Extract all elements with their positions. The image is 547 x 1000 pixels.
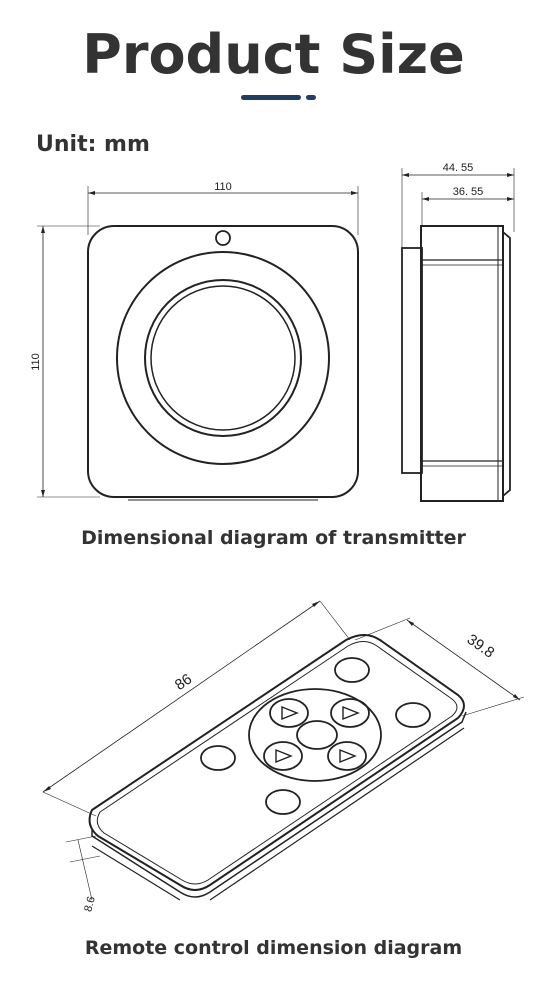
front-width-label: 110 [214, 181, 232, 193]
remote-thickness-label: 8.6 [82, 895, 98, 913]
unit-label: Unit: mm [36, 132, 150, 157]
title-underline-dot [306, 95, 316, 100]
transmitter-front-view [37, 186, 359, 501]
title-underline-bar [241, 95, 301, 100]
side-body-depth-label: 36. 55 [453, 186, 484, 198]
page-title: Product Size [82, 23, 465, 86]
transmitter-caption: Dimensional diagram of transmitter [81, 527, 466, 549]
remote-control-view [42, 600, 525, 901]
remote-length-label: 86 [172, 671, 195, 694]
side-overall-depth-label: 44. 55 [443, 162, 474, 174]
remote-width-label: 39.8 [464, 631, 498, 662]
remote-caption: Remote control dimension diagram [84, 937, 463, 959]
transmitter-side-view [401, 168, 515, 502]
front-height-label: 110 [30, 353, 42, 371]
